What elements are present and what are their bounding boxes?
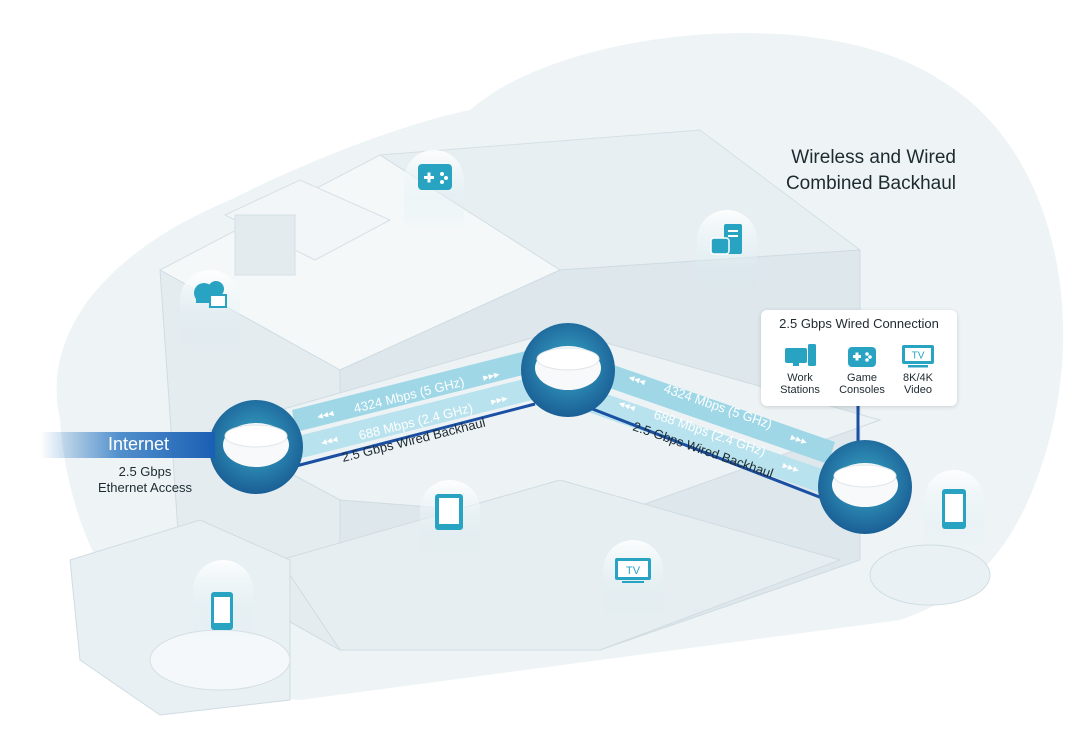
pin-phone-garage [193, 560, 253, 640]
phone-icon [942, 489, 966, 529]
arrows-left-2b: ◂◂◂ [617, 397, 637, 414]
ethernet-speed: 2.5 Gbps [118, 464, 172, 479]
internet-label: Internet [108, 434, 170, 454]
panel-item-workstations-line2: Stations [780, 384, 820, 396]
arrows-right-1b: ▸▸▸ [490, 392, 509, 408]
tablet-icon [435, 494, 463, 530]
panel-item-video: TV 8K/4K Video [887, 343, 949, 396]
arrows-right-2a: ▸▸▸ [789, 431, 809, 448]
chimney [234, 214, 296, 276]
arrows-right-1a: ▸▸▸ [482, 368, 501, 384]
pin-cloud-folder [180, 270, 240, 350]
pin-gamepad [404, 150, 464, 230]
arrows-left-2a: ◂◂◂ [627, 371, 647, 388]
document-game-icon [710, 224, 742, 255]
band-24ghz-1 [298, 376, 540, 458]
panel-item-consoles-line1: Game [847, 372, 877, 384]
tv-icon-label: TV [912, 351, 925, 362]
panel-item-workstations-line1: Work [787, 372, 813, 384]
wifi-link-2 [588, 362, 835, 500]
arrows-right-2b: ▸▸▸ [781, 459, 801, 476]
wired-line-2 [589, 406, 823, 500]
wired-line-1 [295, 402, 536, 468]
panel-item-consoles: Game Consoles [831, 343, 893, 396]
pin-tv: TV [603, 540, 663, 620]
band-5ghz-2 [598, 362, 835, 464]
tv-icon-label: TV [626, 565, 641, 577]
pin-tablet [420, 480, 480, 560]
router-node-1 [209, 400, 303, 494]
tv-icon: TV [902, 345, 934, 368]
ethernet-access: 2.5 Gbps Ethernet Access [80, 464, 210, 496]
gamepad-icon [418, 164, 452, 190]
panel-item-workstations: Work Stations [769, 343, 831, 396]
router-node-2 [521, 323, 615, 417]
panel-item-video-line2: Video [904, 384, 932, 396]
gamepad-icon [848, 347, 876, 367]
router-node-3 [818, 440, 912, 534]
diagram-title: Wireless and Wired Combined Backhaul [700, 145, 956, 197]
band-24ghz-2 [588, 390, 825, 492]
wired-connection-panel: 2.5 Gbps Wired Connection Work Stations … [761, 310, 957, 406]
band-5ghz-1 [292, 350, 535, 432]
workstation-icon [785, 344, 816, 366]
ethernet-label: Ethernet Access [98, 480, 192, 495]
wifi-link-1 [292, 350, 540, 468]
title-line-1: Wireless and Wired [791, 147, 956, 168]
panel-item-consoles-line2: Consoles [839, 384, 885, 396]
house-floor-mid [208, 329, 882, 521]
pool [869, 544, 991, 606]
pin-document-game [697, 210, 757, 290]
panel-title: 2.5 Gbps Wired Connection [779, 316, 939, 331]
internet-banner [40, 432, 215, 458]
tv-icon: TV [615, 558, 651, 583]
title-line-2: Combined Backhaul [785, 173, 956, 194]
cloud-folder-icon [194, 281, 227, 308]
arrows-left-1a: ◂◂◂ [316, 407, 335, 423]
panel-item-video-line1: 8K/4K [903, 372, 933, 384]
pin-phone-pool [924, 470, 984, 550]
phone-icon [211, 592, 233, 630]
arrows-left-1b: ◂◂◂ [320, 433, 339, 449]
